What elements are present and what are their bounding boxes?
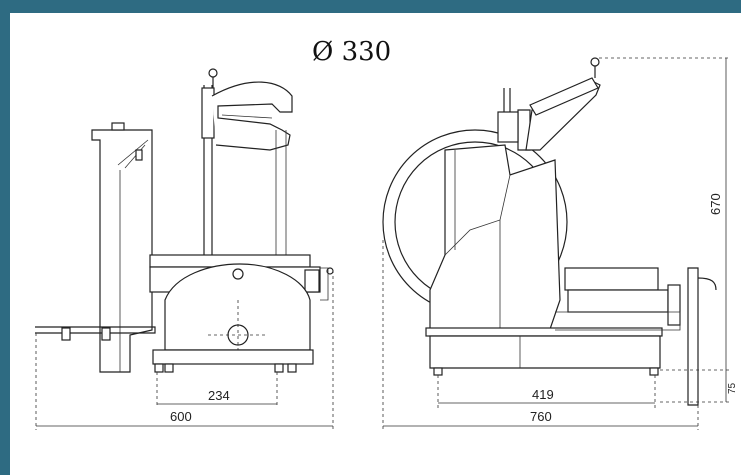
dim-side-75: 75 (727, 382, 738, 394)
front-dimensions: 234 600 (35, 270, 334, 430)
drawing-frame: 234 600 Ø 330 (10, 13, 741, 475)
dim-side-670: 670 (708, 193, 723, 215)
dim-side-760: 760 (530, 409, 552, 424)
side-view (382, 57, 717, 406)
dim-front-600: 600 (170, 409, 192, 424)
technical-drawing: 234 600 Ø 330 (35, 37, 738, 430)
side-dimensions: 670 75 419 760 (382, 57, 738, 430)
front-view (35, 68, 334, 373)
dim-front-234: 234 (208, 388, 230, 403)
dim-side-419: 419 (532, 387, 554, 402)
blade-diameter-label: Ø 330 (312, 37, 391, 67)
